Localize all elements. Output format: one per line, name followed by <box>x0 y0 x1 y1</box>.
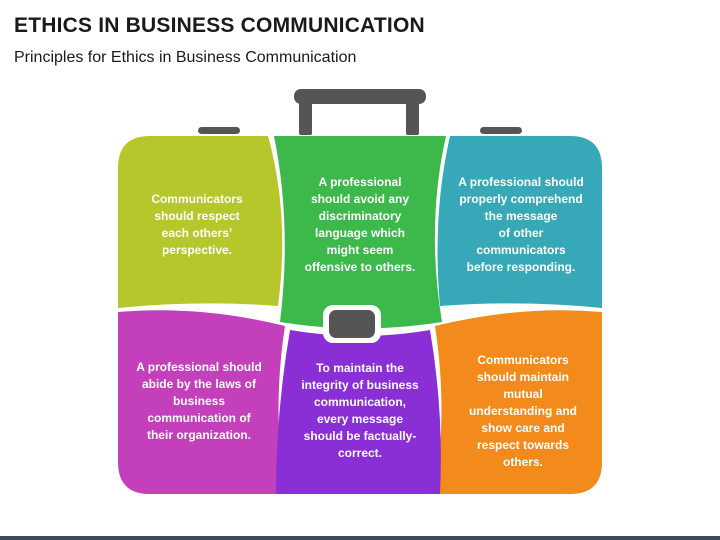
briefcase-handle <box>294 89 426 135</box>
page-title: ETHICS IN BUSINESS COMMUNICATION <box>14 14 425 37</box>
right-grip <box>480 127 522 134</box>
principle-respect-perspective: Communicators should respect each others… <box>151 192 243 257</box>
principle-factually-correct: To maintain the integrity of business co… <box>301 361 419 460</box>
segment-bottom-center <box>276 330 441 494</box>
principle-abide-by-laws: A professional should abide by the laws … <box>136 359 262 442</box>
principle-comprehend-before-responding: A professional should properly comprehen… <box>458 175 584 274</box>
segment-top-right <box>437 136 602 308</box>
principle-mutual-understanding: Communicators should maintain mutual und… <box>469 352 577 469</box>
segment-bottom-left <box>118 310 285 494</box>
briefcase-clasp <box>323 305 381 343</box>
principle-avoid-discriminatory-language: A professional should avoid any discrimi… <box>304 175 416 274</box>
footer-bar <box>0 536 720 540</box>
segment-top-center <box>274 136 446 329</box>
page-subtitle: Principles for Ethics in Business Commun… <box>14 49 357 66</box>
left-grip <box>198 127 240 134</box>
segment-bottom-right <box>435 310 602 494</box>
segment-top-left <box>118 136 283 308</box>
